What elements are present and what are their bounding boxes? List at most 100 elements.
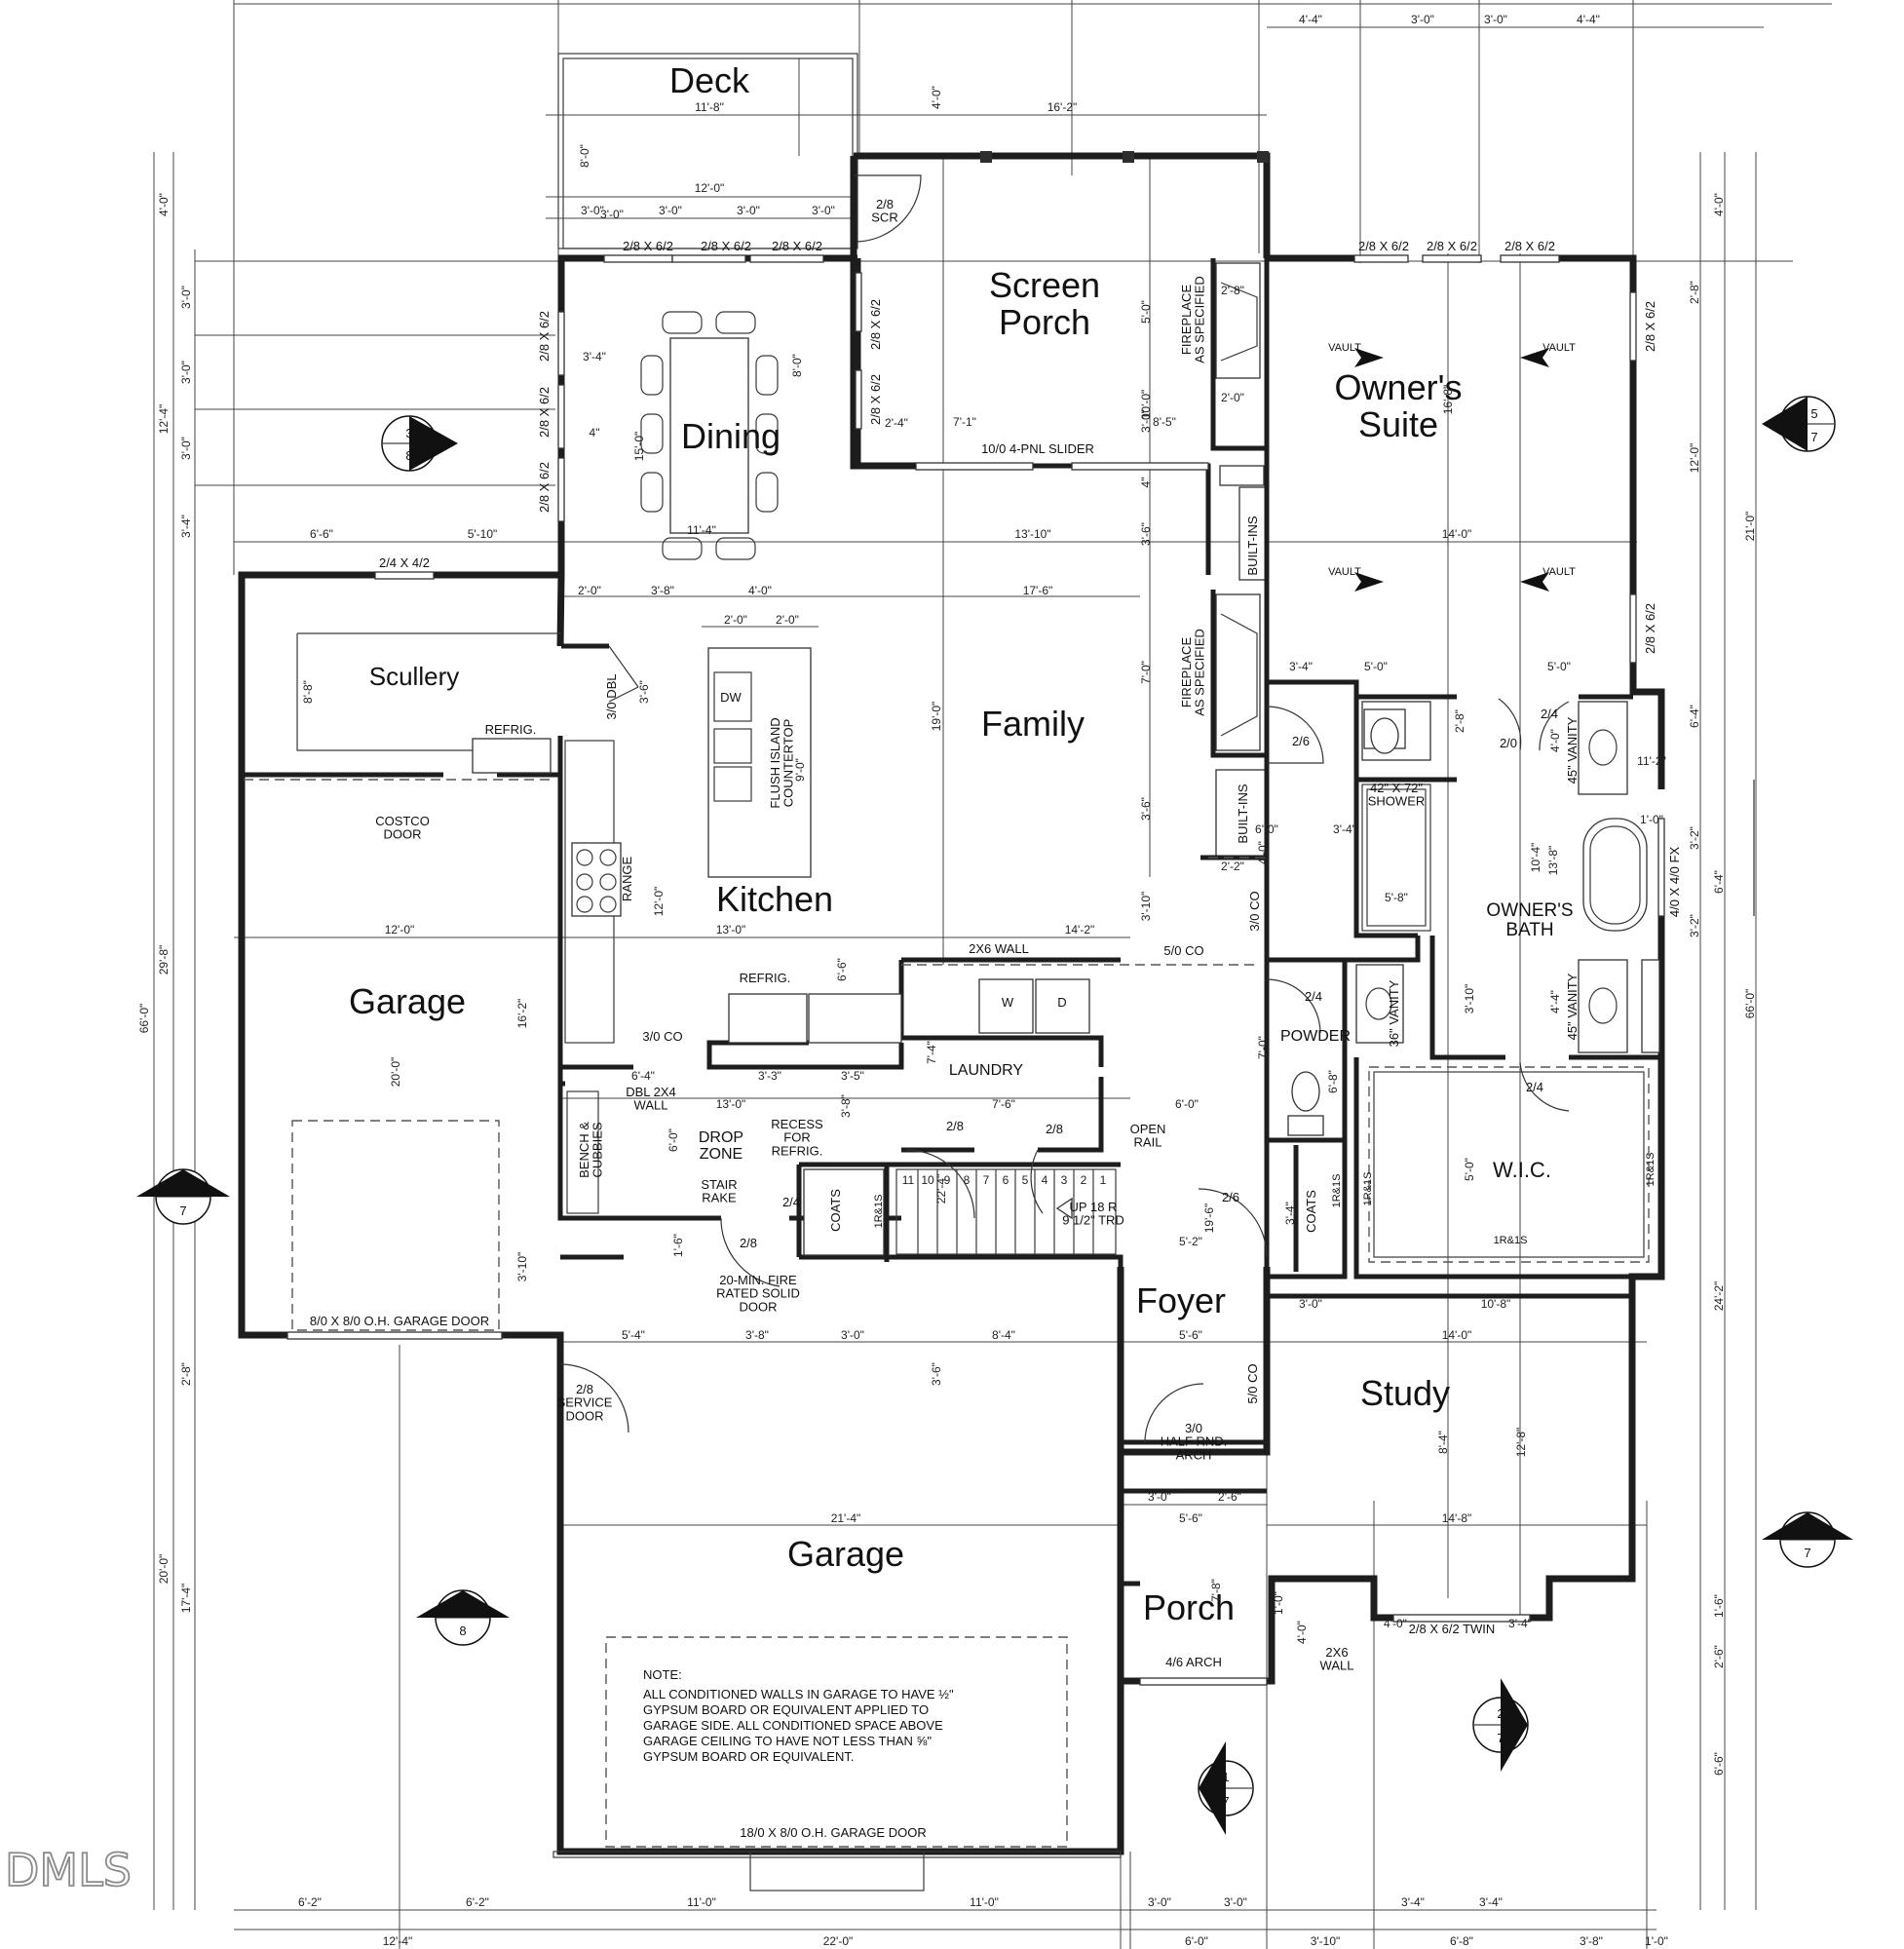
dim-text: 3'-4" xyxy=(1333,822,1356,836)
dim-text: 12'-0" xyxy=(385,923,415,936)
dim-text: 66'-0" xyxy=(1743,989,1757,1019)
dim-text: 3'-0" xyxy=(737,204,760,217)
dim-text: 12'-4" xyxy=(157,404,171,435)
dim-text: 3'-6" xyxy=(930,1362,943,1386)
label-window: 2/8 X 6/2 xyxy=(1643,603,1657,654)
label-door-2-8: 2/8 xyxy=(946,1119,964,1133)
dim-text: 1'-0" xyxy=(1640,813,1663,826)
dim-text: 13'-8" xyxy=(1546,846,1560,876)
section-number: 1 xyxy=(1222,1770,1229,1784)
dim-text: 5'-10" xyxy=(468,527,498,541)
dim-text: 12'-0" xyxy=(695,181,725,195)
dim-text: 4" xyxy=(1139,478,1153,488)
room-powder: POWDER xyxy=(1280,1028,1351,1045)
label-window: 2/8 X 6/2 xyxy=(1643,301,1657,352)
dim-text: 4'-0" xyxy=(1548,729,1562,752)
label-dbl-door: 3/0 DBL xyxy=(604,674,619,720)
label-garage-door-large: 18/0 X 8/0 O.H. GARAGE DOOR xyxy=(740,1825,926,1840)
label-window: 2/8 X 6/2 xyxy=(1358,239,1409,253)
section-number: 2 xyxy=(459,1599,466,1614)
stair-step-number: 2 xyxy=(1081,1173,1087,1187)
dim-text: 12'-4" xyxy=(383,1934,413,1948)
section-marker-4-7: 4 7 xyxy=(1762,1511,1853,1568)
dim-text: 11'-8" xyxy=(695,100,724,114)
dim-text: 6'-2" xyxy=(466,1895,489,1909)
dim-text: 3'-5" xyxy=(841,1069,864,1083)
dim-text: 12'-0" xyxy=(652,887,666,917)
dim-text: 4" xyxy=(590,426,600,439)
label-door-2-8: 2/8 xyxy=(740,1236,757,1250)
watermark-logo: DMLS xyxy=(5,1844,132,1896)
label-window: 2/8 X 6/2 xyxy=(701,239,751,253)
stair-step-number: 6 xyxy=(1003,1173,1009,1187)
dim-text: 8'-4" xyxy=(992,1328,1015,1342)
dim-text: 6'-8" xyxy=(1326,1070,1340,1093)
label-dw: DW xyxy=(720,690,742,705)
dim-text: 3'-0" xyxy=(1148,1490,1171,1504)
dim-text: 3'-4" xyxy=(1508,1617,1532,1630)
dim-text: 15'-0" xyxy=(632,432,646,462)
door-swings xyxy=(559,174,1755,1443)
label-window: 2/8 X 6/2 xyxy=(537,387,552,438)
label-window: 2/8 X 6/2 xyxy=(772,239,822,253)
dim-text: 3'-0" xyxy=(1148,1895,1171,1909)
dim-text: 2'-8" xyxy=(1221,284,1244,297)
label-4-6-arch: 4/6 ARCH xyxy=(1165,1655,1222,1669)
dim-text: 22'-4" xyxy=(934,1174,948,1204)
dim-text: 3'-0" xyxy=(841,1328,864,1342)
dim-text: 3'-6" xyxy=(1139,797,1153,821)
dim-text: 24'-2" xyxy=(1712,1281,1726,1312)
label-door-2-4: 2/4 xyxy=(1305,989,1322,1004)
dim-text: 16'-2" xyxy=(515,999,529,1029)
room-laundry: LAUNDRY xyxy=(949,1062,1024,1079)
dim-text: 7'-1" xyxy=(953,415,976,429)
dim-text: 20'-0" xyxy=(157,1554,171,1585)
dim-text: 3'-6" xyxy=(1139,522,1153,546)
dim-text: 5'-0" xyxy=(1463,1158,1476,1181)
dim-text: 2'-0" xyxy=(724,613,747,627)
section-number: 5 xyxy=(1810,406,1817,421)
label-5-0-co: 5/0 CO xyxy=(1163,943,1203,958)
dim-text: 6'-0" xyxy=(1175,1097,1199,1111)
label-vault: VAULT xyxy=(1542,342,1576,354)
dim-text: 10'-0" xyxy=(1139,390,1153,420)
label-builtins-bottom: BUILT-INS xyxy=(1236,783,1250,843)
room-wic: W.I.C. xyxy=(1493,1158,1551,1182)
stair-step-number: 8 xyxy=(964,1173,971,1187)
stair-step-number: 3 xyxy=(1061,1173,1068,1187)
dim-text: 3'-8" xyxy=(1580,1934,1603,1948)
dim-text: 3'-10" xyxy=(515,1252,529,1282)
dim-text: 5'-2" xyxy=(1179,1235,1202,1248)
dim-text: 6'-0" xyxy=(666,1128,680,1152)
dim-text: 4'-0" xyxy=(1295,1621,1309,1644)
dim-text: 19'-6" xyxy=(1202,1204,1216,1234)
dim-text: 17'-6" xyxy=(1023,584,1053,597)
label-vault: VAULT xyxy=(1328,566,1361,578)
label-door-2-4: 2/4 xyxy=(1541,707,1558,721)
dim-text: 2'-6" xyxy=(1712,1645,1726,1668)
label-window: 2/8 X 6/2 xyxy=(868,374,883,425)
section-marker-2-7: 2 7 xyxy=(1472,1678,1529,1772)
section-sheet: 7 xyxy=(1497,1731,1504,1745)
label-flush-island: FLUSH ISLANDCOUNTERTOP xyxy=(768,717,796,808)
misc-dimension-texts: 7'-1"8'-5"2'-0"15'-0"11'-4"8'-0"3'-0"5'-… xyxy=(301,208,1666,1644)
room-garage-small: Garage xyxy=(349,981,466,1021)
dim-text: 3'-2" xyxy=(1688,914,1701,937)
dim-text: 2'-6" xyxy=(1218,1490,1241,1504)
dim-text: 14'-0" xyxy=(1442,1328,1472,1342)
dim-text: 3'-0" xyxy=(1411,13,1434,26)
room-garage-large: Garage xyxy=(787,1534,904,1574)
dim-text: 8'-0" xyxy=(790,354,804,377)
dim-text: 4'-0" xyxy=(1384,1617,1407,1630)
stair-step-number: 11 xyxy=(902,1173,915,1187)
label-1r1s: 1R&1S xyxy=(1362,1172,1374,1206)
dim-text: 3'-0" xyxy=(179,361,193,384)
dim-text: 3'-3" xyxy=(758,1069,781,1083)
section-sheet: 8 xyxy=(459,1624,466,1638)
note-title: NOTE: xyxy=(643,1667,682,1682)
